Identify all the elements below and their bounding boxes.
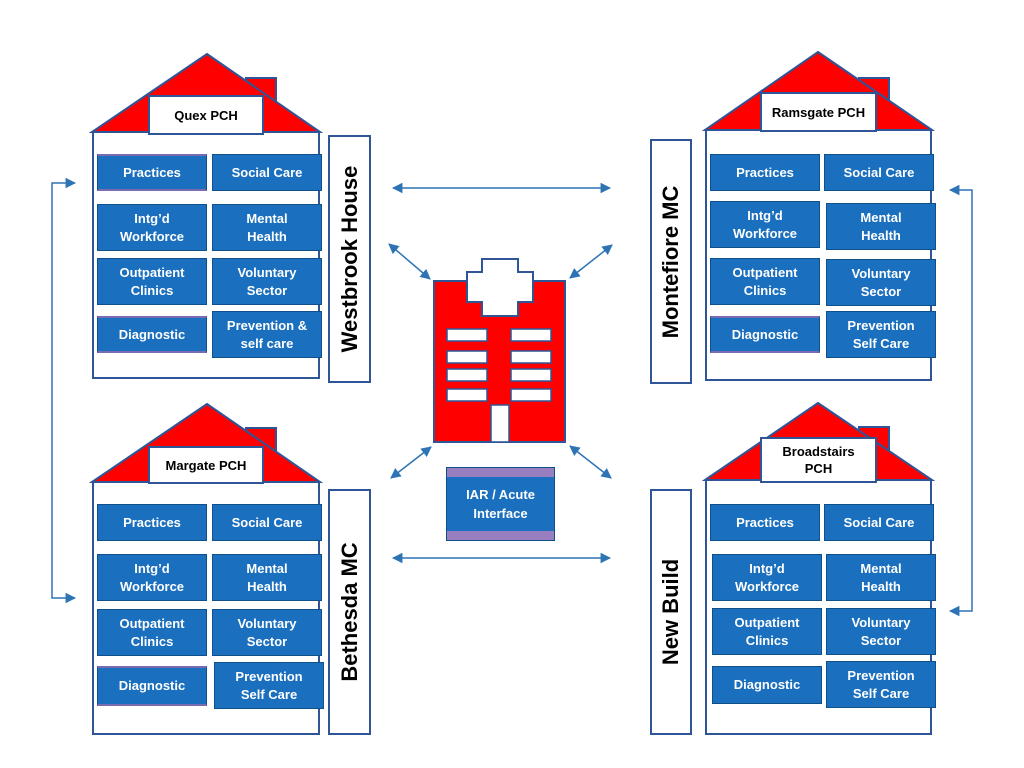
tile-integrated-workforce: Intg’d Workforce bbox=[97, 204, 207, 251]
house-title-broadstairs: Broadstairs PCH bbox=[760, 437, 877, 483]
label-new-build: New Build bbox=[650, 489, 692, 735]
tile-prevention: Prevention Self Care bbox=[214, 662, 324, 709]
tile-voluntary-sector: Voluntary Sector bbox=[212, 609, 322, 656]
diag-bottom-left-connector bbox=[390, 446, 432, 479]
diag-top-right-connector bbox=[569, 244, 613, 279]
tile-mental-health: Mental Health bbox=[212, 554, 322, 601]
tile-outpatient-clinics: Outpatient Clinics bbox=[712, 608, 822, 655]
tile-social-care: Social Care bbox=[824, 504, 934, 541]
house-title-quex: Quex PCH bbox=[148, 95, 264, 135]
tile-social-care: Social Care bbox=[212, 504, 322, 541]
label-bethesda-mc: Bethesda MC bbox=[328, 489, 371, 735]
tile-practices: Practices bbox=[97, 154, 207, 191]
tile-social-care: Social Care bbox=[824, 154, 934, 191]
iar-bottom-stripe bbox=[447, 531, 554, 540]
tile-mental-health: Mental Health bbox=[212, 204, 322, 251]
tile-diagnostic: Diagnostic bbox=[97, 316, 207, 353]
tile-voluntary-sector: Voluntary Sector bbox=[826, 259, 936, 306]
tile-prevention: Prevention Self Care bbox=[826, 311, 936, 358]
tile-diagnostic: Diagnostic bbox=[97, 666, 207, 706]
label-montefiore-mc: Montefiore MC bbox=[650, 139, 692, 384]
iar-acute-interface-box: IAR / Acute Interface bbox=[446, 467, 555, 541]
iar-label: IAR / Acute Interface bbox=[466, 487, 535, 521]
tile-social-care: Social Care bbox=[212, 154, 322, 191]
tile-integrated-workforce: Intg’d Workforce bbox=[97, 554, 207, 601]
tile-prevention: Prevention & self care bbox=[212, 311, 322, 358]
tile-outpatient-clinics: Outpatient Clinics bbox=[97, 258, 207, 305]
tile-diagnostic: Diagnostic bbox=[710, 316, 820, 353]
tile-diagnostic: Diagnostic bbox=[712, 666, 822, 704]
tile-integrated-workforce: Intg’d Workforce bbox=[710, 201, 820, 248]
tile-integrated-workforce: Intg’d Workforce bbox=[712, 554, 822, 601]
right-bracket-connector bbox=[948, 184, 973, 617]
house-title-margate: Margate PCH bbox=[148, 446, 264, 484]
label-westbrook-house: Westbrook House bbox=[328, 135, 371, 383]
tile-outpatient-clinics: Outpatient Clinics bbox=[97, 609, 207, 656]
tile-prevention: Prevention Self Care bbox=[826, 661, 936, 708]
iar-top-stripe bbox=[447, 468, 554, 477]
diag-top-left-connector bbox=[388, 243, 431, 280]
tile-practices: Practices bbox=[710, 154, 820, 191]
house-title-ramsgate: Ramsgate PCH bbox=[760, 92, 877, 132]
hospital-icon bbox=[433, 258, 566, 443]
diag-bottom-right-connector bbox=[569, 445, 612, 479]
tile-voluntary-sector: Voluntary Sector bbox=[212, 258, 322, 305]
tile-mental-health: Mental Health bbox=[826, 203, 936, 250]
left-bracket-connector bbox=[51, 177, 77, 604]
tile-practices: Practices bbox=[97, 504, 207, 541]
tile-mental-health: Mental Health bbox=[826, 554, 936, 601]
tile-practices: Practices bbox=[710, 504, 820, 541]
tile-voluntary-sector: Voluntary Sector bbox=[826, 608, 936, 655]
tile-outpatient-clinics: Outpatient Clinics bbox=[710, 258, 820, 305]
